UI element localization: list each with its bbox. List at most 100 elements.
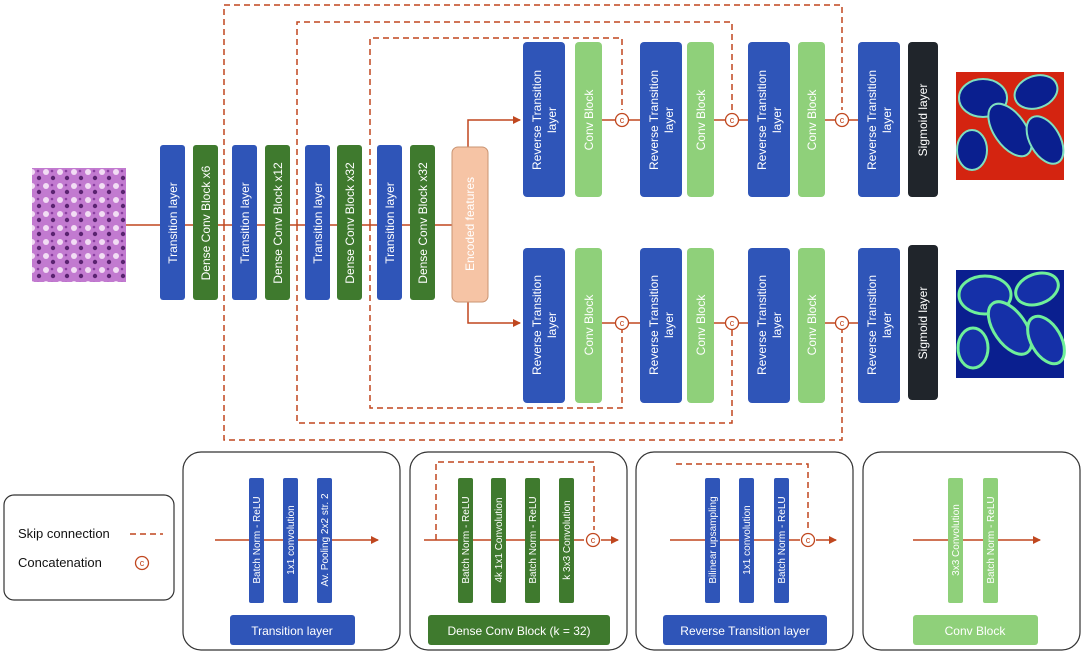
concat-top-2: c bbox=[724, 112, 740, 128]
dense-block-x6: Dense Conv Block x6 bbox=[193, 145, 218, 300]
detail-transition-layer: Batch Norm - ReLU 1x1 convolution Av. Po… bbox=[182, 451, 401, 651]
reverse-transition-bottom-4-label-2: layer bbox=[880, 312, 894, 338]
reverse-transition-bottom-2: Reverse Transition layer bbox=[640, 248, 682, 403]
transition-op-2: 1x1 convolution bbox=[286, 505, 297, 575]
reverse-transition-top-1-label-2: layer bbox=[545, 107, 559, 133]
transition-op-1: Batch Norm - ReLU bbox=[252, 496, 263, 583]
concat-top-1: c bbox=[614, 112, 630, 128]
input-histology-image bbox=[32, 168, 126, 282]
reverse-transition-top-2: Reverse Transition layer bbox=[640, 42, 682, 197]
reverse-transition-bottom-2-label-1: Reverse Transition bbox=[647, 275, 661, 375]
output-map-bottom bbox=[956, 270, 1066, 378]
reverse-transition-bottom-3: Reverse Transition layer bbox=[748, 248, 790, 403]
detail-dense-block: Batch Norm - ReLU 4k 1x1 Convolution Bat… bbox=[409, 451, 628, 651]
transition-layer-3: Transition layer bbox=[305, 145, 330, 300]
encoded-features: Encoded features bbox=[451, 146, 489, 303]
encoder: Transition layer Dense Conv Block x6 Tra… bbox=[160, 145, 489, 303]
reverse-op-2: 1x1 convolution bbox=[742, 505, 753, 575]
transition-layer-1: Transition layer bbox=[160, 145, 185, 300]
reverse-op-1: Bilinear upsampling bbox=[708, 496, 719, 583]
conv-op-2: Batch Norm - ReLU bbox=[986, 496, 997, 583]
skip-connection-inner bbox=[369, 37, 623, 225]
conv-block-top-1: Conv Block bbox=[575, 42, 602, 197]
conv-block-top-1-label: Conv Block bbox=[582, 89, 596, 151]
dense-block-x12: Dense Conv Block x12 bbox=[265, 145, 290, 300]
transition-layer-4: Transition layer bbox=[377, 145, 402, 300]
reverse-transition-top-2-label-2: layer bbox=[662, 107, 676, 133]
reverse-transition-top-3-label-1: Reverse Transition bbox=[755, 70, 769, 170]
reverse-transition-bottom-2-label-2: layer bbox=[662, 312, 676, 338]
dense-block-x32-1: Dense Conv Block x32 bbox=[337, 145, 362, 300]
reverse-panel-title: Reverse Transition layer bbox=[680, 624, 809, 638]
reverse-op-3: Batch Norm - ReLU bbox=[777, 496, 788, 583]
conv-block-top-2: Conv Block bbox=[687, 42, 714, 197]
conv-block-top-3: Conv Block bbox=[798, 42, 825, 197]
reverse-transition-bottom-1: Reverse Transition layer bbox=[523, 248, 565, 403]
concat-bottom-1-symbol: c bbox=[620, 318, 625, 328]
transition-op-3: Av. Pooling 2x2 str. 2 bbox=[320, 493, 331, 586]
concat-bottom-2-symbol: c bbox=[730, 318, 735, 328]
reverse-transition-top-4-label-2: layer bbox=[880, 107, 894, 133]
decoder-bottom: Reverse Transition layer Conv Block Reve… bbox=[523, 245, 938, 403]
sigmoid-top: Sigmoid layer bbox=[908, 42, 938, 197]
legend-concat-icon bbox=[134, 555, 150, 571]
transition-layer-4-label: Transition layer bbox=[383, 182, 397, 264]
dense-op-1: Batch Norm - ReLU bbox=[461, 496, 472, 583]
skip-connection-outer-bottom bbox=[223, 225, 843, 441]
dense-block-x32-2-label: Dense Conv Block x32 bbox=[416, 162, 430, 284]
conv-block-bottom-2: Conv Block bbox=[687, 248, 714, 403]
concat-top-1-symbol: c bbox=[620, 115, 625, 125]
reverse-transition-bottom-3-label-2: layer bbox=[770, 312, 784, 338]
dense-block-x32-1-label: Dense Conv Block x32 bbox=[343, 162, 357, 284]
concat-bottom-1: c bbox=[614, 315, 630, 331]
concat-bottom-3: c bbox=[834, 315, 850, 331]
reverse-transition-top-2-label-1: Reverse Transition bbox=[647, 70, 661, 170]
sigmoid-top-label: Sigmoid layer bbox=[916, 84, 930, 157]
conv-op-1: 3x3 Convolution bbox=[951, 504, 962, 576]
sigmoid-bottom: Sigmoid layer bbox=[908, 245, 938, 400]
reverse-transition-bottom-1-label-1: Reverse Transition bbox=[530, 275, 544, 375]
conv-block-bottom-1: Conv Block bbox=[575, 248, 602, 403]
skip-connections bbox=[223, 4, 843, 441]
concat-top-2-symbol: c bbox=[730, 115, 735, 125]
conv-block-top-2-label: Conv Block bbox=[694, 89, 708, 151]
dense-op-3: Batch Norm - ReLU bbox=[528, 496, 539, 583]
legend-concat-label: Concatenation bbox=[18, 555, 102, 570]
skip-connection-middle-bottom bbox=[296, 225, 733, 424]
reverse-transition-bottom-1-label-2: layer bbox=[545, 312, 559, 338]
decoder-top: Reverse Transition layer Conv Block Reve… bbox=[523, 42, 938, 197]
reverse-transition-bottom-4-label-1: Reverse Transition bbox=[865, 275, 879, 375]
skip-connection-middle bbox=[296, 21, 733, 225]
reverse-transition-top-4-label-1: Reverse Transition bbox=[865, 70, 879, 170]
conv-block-top-3-label: Conv Block bbox=[805, 89, 819, 151]
concat-top-3-symbol: c bbox=[840, 115, 845, 125]
reverse-transition-top-4: Reverse Transition layer bbox=[858, 42, 900, 197]
reverse-transition-top-3-label-2: layer bbox=[770, 107, 784, 133]
dense-block-x12-label: Dense Conv Block x12 bbox=[271, 162, 285, 284]
legend-skip-label: Skip connection bbox=[18, 526, 110, 541]
concat-top-3: c bbox=[834, 112, 850, 128]
dense-concat-symbol: c bbox=[591, 535, 596, 545]
conv-panel-title: Conv Block bbox=[945, 624, 1007, 638]
transition-layer-3-label: Transition layer bbox=[311, 182, 325, 264]
concat-bottom-3-symbol: c bbox=[840, 318, 845, 328]
reverse-transition-bottom-4: Reverse Transition layer bbox=[858, 248, 900, 403]
legend-concat-symbol: c bbox=[140, 558, 145, 568]
transition-panel-title: Transition layer bbox=[251, 624, 333, 638]
detail-reverse-transition: Bilinear upsampling 1x1 convolution Batc… bbox=[635, 451, 854, 651]
output-map-top bbox=[956, 72, 1065, 180]
reverse-concat-symbol: c bbox=[806, 535, 811, 545]
transition-layer-1-label: Transition layer bbox=[166, 182, 180, 264]
conv-block-bottom-3-label: Conv Block bbox=[805, 294, 819, 356]
concatenations: c c c c c c bbox=[614, 112, 850, 331]
concat-bottom-2: c bbox=[724, 315, 740, 331]
sigmoid-bottom-label: Sigmoid layer bbox=[916, 287, 930, 360]
dense-block-x6-label: Dense Conv Block x6 bbox=[199, 165, 213, 280]
transition-layer-2: Transition layer bbox=[232, 145, 257, 300]
dense-block-x32-2: Dense Conv Block x32 bbox=[410, 145, 435, 300]
conv-block-bottom-3: Conv Block bbox=[798, 248, 825, 403]
reverse-transition-bottom-3-label-1: Reverse Transition bbox=[755, 275, 769, 375]
dense-op-4: k 3x3 Convolution bbox=[562, 500, 573, 580]
